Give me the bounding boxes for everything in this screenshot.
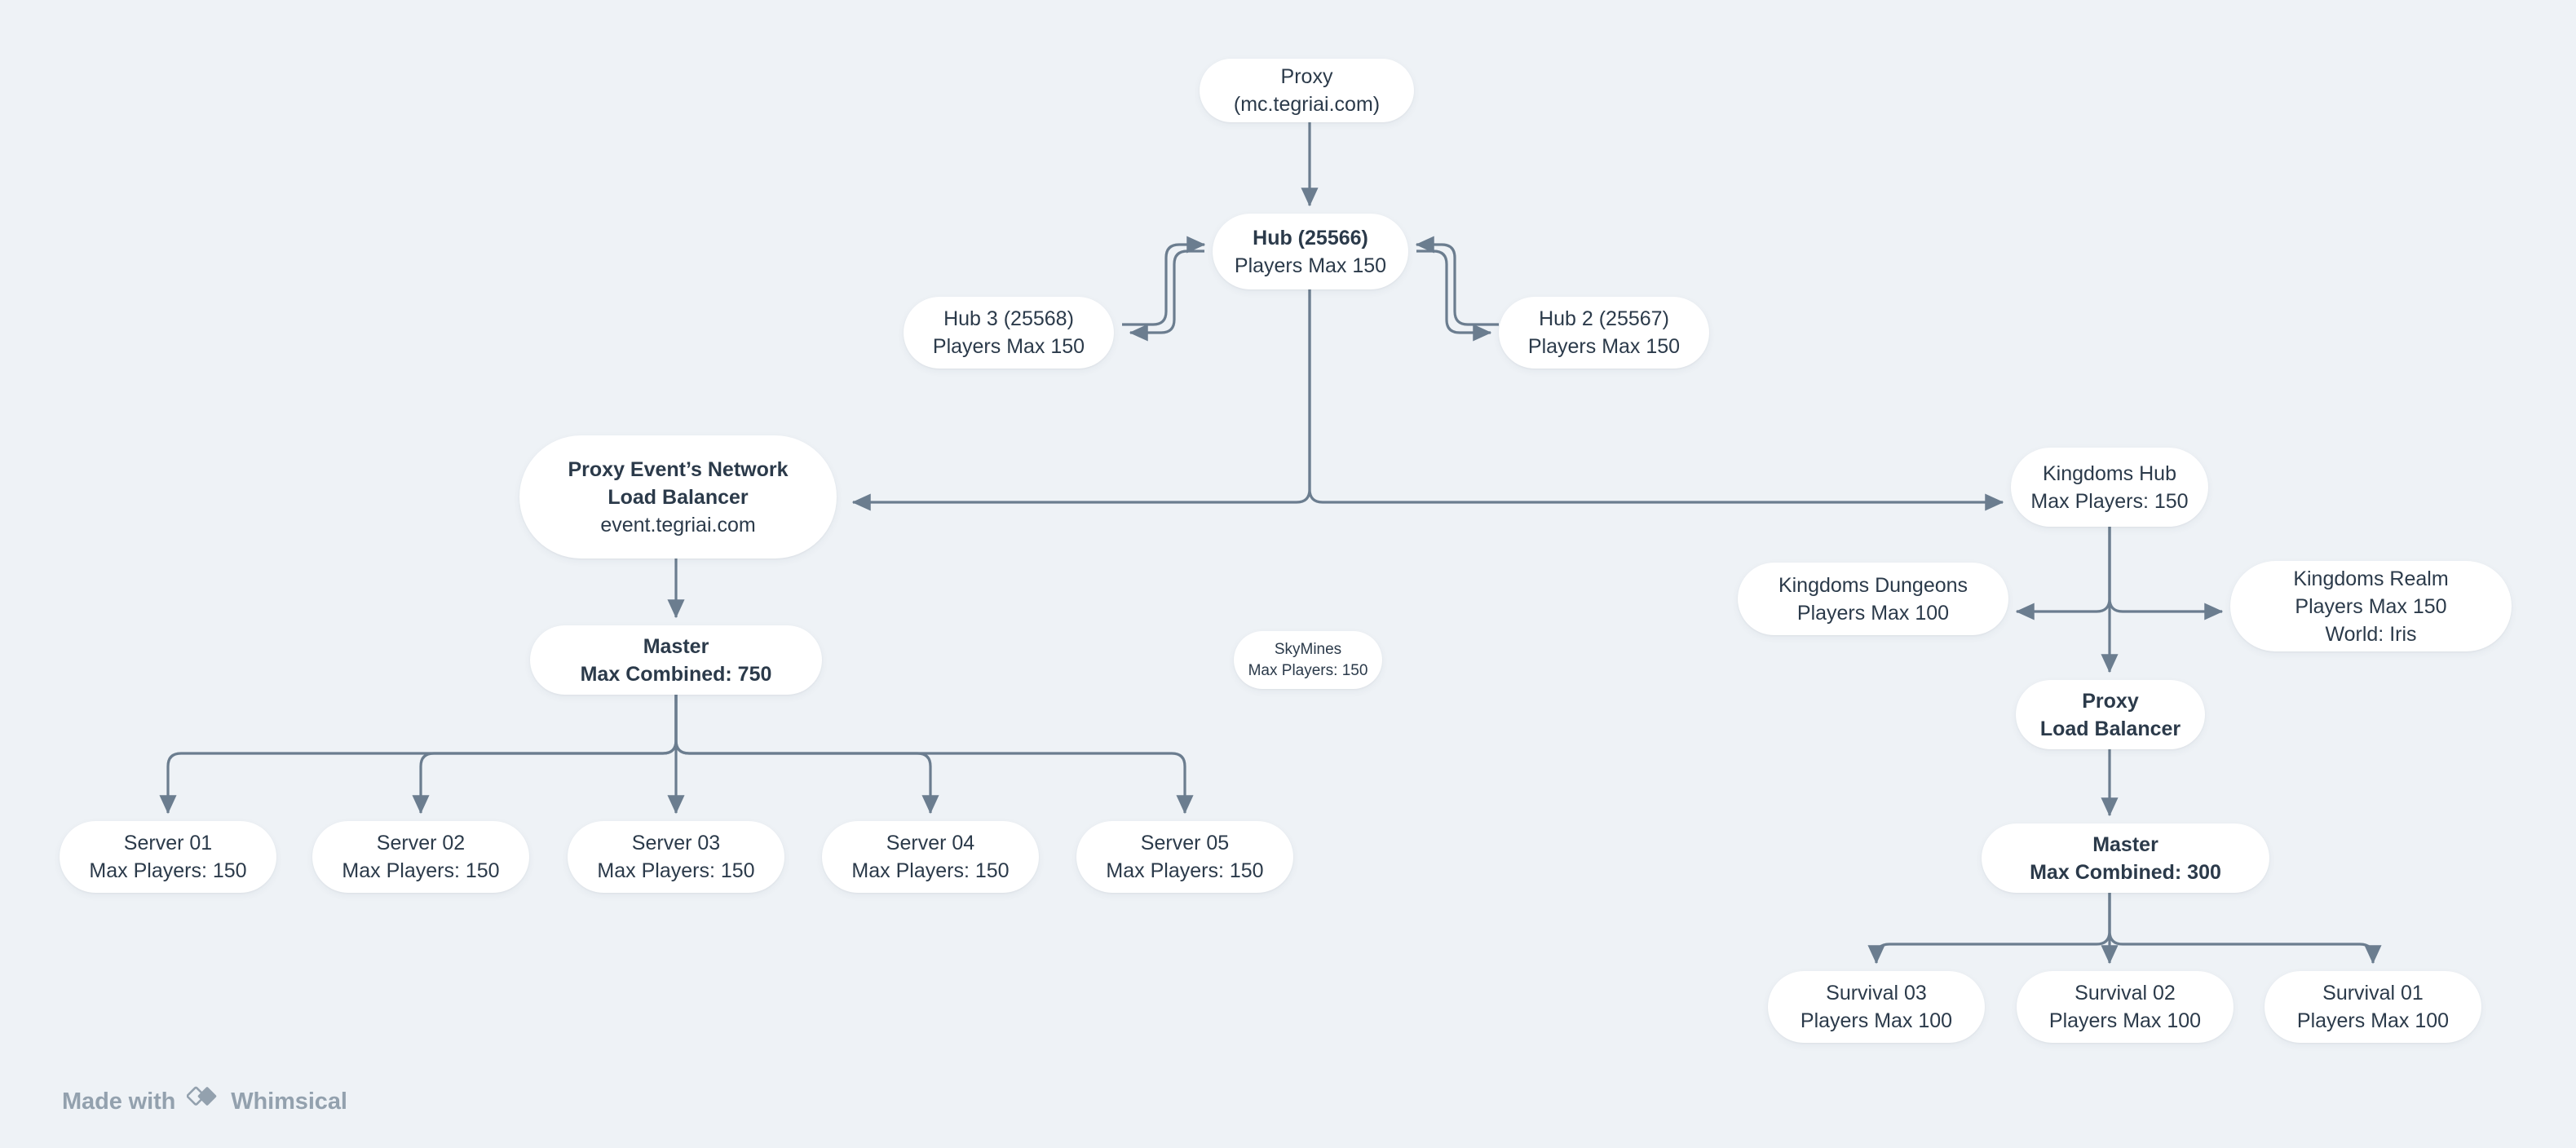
survival-03[interactable]: Survival 03 Players Max 100 — [1768, 971, 1985, 1043]
kingdoms-realm-line-1: Kingdoms Realm — [2293, 567, 2449, 590]
skymines-line-2: Max Players: 150 — [1248, 661, 1368, 679]
survival-03-line-2: Players Max 100 — [1800, 1009, 1953, 1032]
kingdoms-dungeons-line-1: Kingdoms Dungeons — [1778, 573, 1968, 597]
server-03-line-2: Max Players: 150 — [597, 859, 755, 882]
survival-02-line-1: Survival 02 — [2074, 982, 2176, 1004]
proxy-load-balancer-line-1: Proxy — [2082, 689, 2139, 713]
survival-01-line-2: Players Max 100 — [2296, 1009, 2450, 1032]
edge-master750-to-server02 — [412, 695, 678, 815]
kingdoms-hub-line-2: Max Players: 150 — [2030, 489, 2189, 513]
hub-2-25567[interactable]: Hub 2 (25567) Players Max 150 — [1499, 297, 1709, 369]
server-02-line-1: Server 02 — [376, 832, 466, 854]
edge-kingdomshub-to-realm — [2108, 527, 2224, 620]
proxy-root[interactable]: Proxy (mc.tegriai.com) — [1200, 59, 1414, 122]
hub-25566-line-2: Players Max 150 — [1234, 254, 1387, 277]
whimsical-diamond-logo — [186, 1084, 219, 1119]
hub-25566[interactable]: Hub (25566) Players Max 150 — [1213, 214, 1408, 289]
proxy-events-network-load-balancer-line-3: event.tegriai.com — [600, 513, 756, 536]
hub-3-25568-line-2: Players Max 150 — [932, 335, 1085, 358]
watermark-text-right: Whimsical — [231, 1088, 347, 1115]
survival-01-line-1: Survival 01 — [2322, 982, 2424, 1004]
master-max-combined-300-line-2: Max Combined: 300 — [2030, 860, 2221, 884]
server-03-line-1: Server 03 — [631, 832, 721, 854]
kingdoms-realm-line-3: World: Iris — [2325, 622, 2417, 646]
edge-hub2-to-hub — [1415, 236, 1499, 326]
server-05-line-1: Server 05 — [1140, 832, 1230, 854]
edge-master300-to-survival01 — [2108, 893, 2382, 965]
proxy-events-network-load-balancer-line-2: Load Balancer — [608, 485, 749, 509]
proxy-root-line-2: (mc.tegriai.com) — [1233, 93, 1381, 116]
kingdoms-dungeons-line-2: Players Max 100 — [1796, 601, 1950, 625]
hub-25566-line-1: Hub (25566) — [1253, 226, 1368, 249]
kingdoms-realm-line-2: Players Max 150 — [2295, 594, 2447, 618]
proxy-load-balancer-line-2: Load Balancer — [2039, 717, 2181, 740]
edge-kingdomshub-to-dungeons — [2015, 527, 2111, 620]
server-02[interactable]: Server 02 Max Players: 150 — [312, 821, 529, 893]
master-max-combined-750-line-2: Max Combined: 750 — [580, 662, 772, 686]
survival-02-line-2: Players Max 100 — [2048, 1009, 2202, 1032]
hub-2-25567-line-1: Hub 2 (25567) — [1539, 307, 1669, 330]
hub-3-25568-line-1: Hub 3 (25568) — [943, 307, 1074, 330]
server-05-line-2: Max Players: 150 — [1106, 859, 1264, 882]
server-02-line-2: Max Players: 150 — [342, 859, 500, 882]
server-05[interactable]: Server 05 Max Players: 150 — [1076, 821, 1293, 893]
edge-hub-to-hub2 — [1416, 249, 1492, 342]
server-01[interactable]: Server 01 Max Players: 150 — [60, 821, 276, 893]
server-01-line-2: Max Players: 150 — [89, 859, 247, 882]
master-max-combined-750-line-1: Master — [643, 634, 709, 658]
survival-03-line-1: Survival 03 — [1826, 982, 1927, 1004]
server-04-line-2: Max Players: 150 — [851, 859, 1010, 882]
edge-master300-to-survival03 — [1867, 893, 2111, 965]
server-03[interactable]: Server 03 Max Players: 150 — [568, 821, 784, 893]
edge-hub-to-hub3 — [1129, 249, 1204, 342]
hub-2-25567-line-2: Players Max 150 — [1527, 335, 1681, 358]
survival-01[interactable]: Survival 01 Players Max 100 — [2264, 971, 2481, 1043]
proxy-root-line-1: Proxy — [1280, 65, 1333, 88]
skymines-line-1: SkyMines — [1274, 640, 1342, 658]
survival-02[interactable]: Survival 02 Players Max 100 — [2017, 971, 2234, 1043]
master-max-combined-300-line-1: Master — [2092, 832, 2158, 856]
kingdoms-hub-line-1: Kingdoms Hub — [2043, 461, 2176, 485]
server-04[interactable]: Server 04 Max Players: 150 — [822, 821, 1039, 893]
watermark-text-left: Made with — [62, 1088, 176, 1115]
server-01-line-1: Server 01 — [123, 832, 213, 854]
server-04-line-1: Server 04 — [886, 832, 975, 854]
whimsical-watermark: Made with Whimsical — [62, 1084, 347, 1119]
edge-master750-to-server05 — [674, 695, 1194, 815]
proxy-events-network-load-balancer-line-1: Proxy Event’s Network — [568, 457, 789, 481]
hub-3-25568[interactable]: Hub 3 (25568) Players Max 150 — [904, 297, 1114, 369]
edge-hub-trunk-to-kingdoms — [1308, 289, 2004, 511]
edge-hub3-to-hub — [1122, 236, 1206, 326]
